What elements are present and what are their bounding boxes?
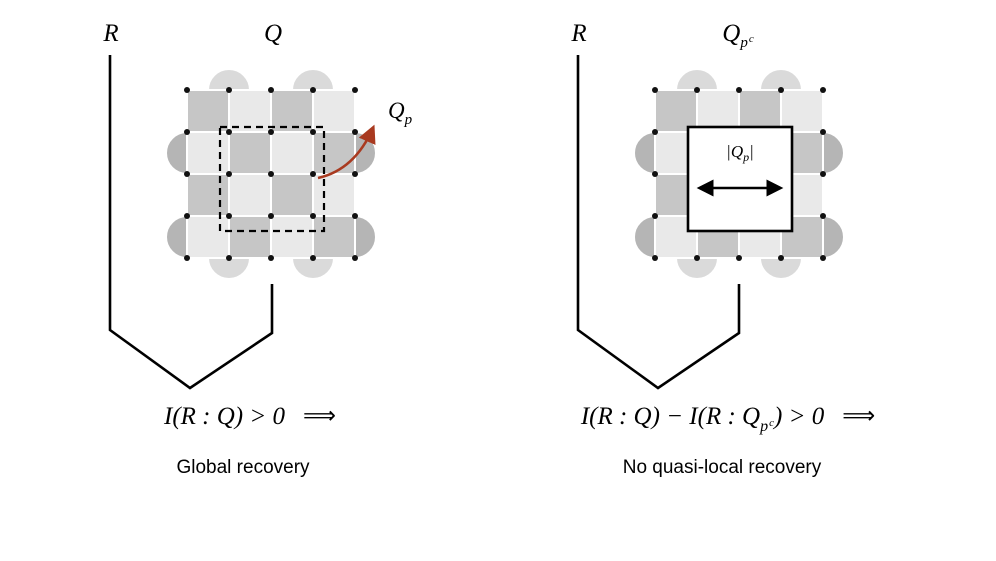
caption-left: Global recovery [176, 457, 310, 478]
caption-right: No quasi-local recovery [622, 457, 822, 478]
patch-size-label: |Qp| [726, 142, 754, 164]
lattice-q [165, 68, 377, 280]
equation-left: I(R : Q) > 0 ⟹ [164, 403, 336, 430]
equation-right: I(R : Q) − I(R : Qpc) > 0 ⟹ [580, 403, 876, 435]
rq-link-right [576, 55, 741, 390]
qp-pointer-arrow [317, 124, 376, 180]
patch-dashed-outline [218, 125, 326, 233]
rq-link-left [108, 55, 274, 390]
label-r-right: R [571, 20, 587, 47]
label-r-left: R [103, 20, 119, 47]
label-q-complement: Qpc [722, 20, 754, 51]
removed-patch-hole [686, 125, 794, 233]
label-qp: Qp [387, 98, 413, 128]
implies-arrow-right: ⟹ [842, 403, 876, 429]
implies-arrow-left: ⟹ [303, 403, 336, 429]
label-q-left: Q [263, 20, 283, 47]
